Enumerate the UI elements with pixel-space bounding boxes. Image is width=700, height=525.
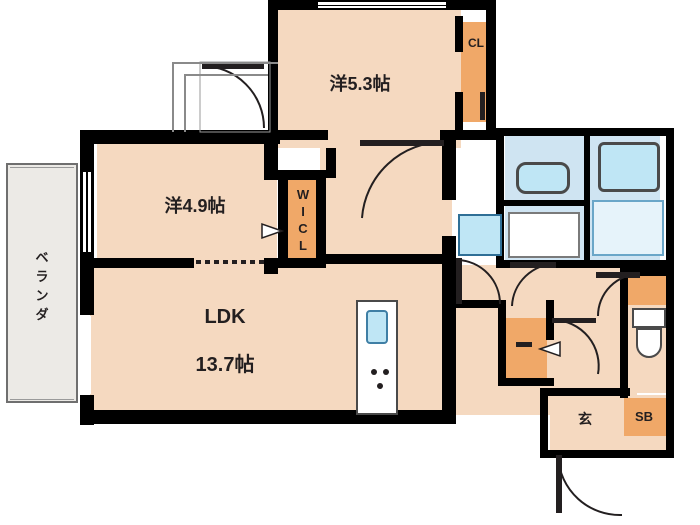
wall-wic-top [278,170,326,180]
wall-wic-right [316,170,326,268]
wall-right-outer [666,268,674,458]
toilet-cabinet-fill [628,275,668,305]
bedroom-west-floor [97,140,277,270]
kitchen-sink-icon [366,310,388,344]
wall-west-top [80,130,280,144]
wall-bath-left [496,128,504,268]
wall-bath-right [666,128,674,268]
wall-washroom-divider [496,200,586,206]
room-label-wic: W I C L [296,187,310,253]
balcony-line-1 [10,167,74,168]
window-ldk-2 [88,316,91,394]
bath-floor-icon [592,200,664,256]
wall-wic-bottom [278,258,326,268]
room-label-shoe-box: SB [634,409,654,424]
corridor-door-stub [516,342,532,347]
room-label-ldk: LDK [204,306,246,328]
wall-west-left-solid [80,130,94,170]
wall-closet-divider-top [455,16,463,52]
wall-ldk-left-upper [80,265,94,315]
room-label-bedroom-west: 洋4.9帖 [164,196,226,216]
door-toilet-arc-icon [596,272,641,317]
door-corridor-arc-icon [456,258,502,305]
window-north-1 [318,2,446,5]
door-entrance-arc-icon [556,455,623,517]
door-north-left-arc-icon [199,61,271,133]
wall-hall-left [326,148,336,178]
wall-ldk-top-right [326,254,456,264]
wall-corridor-top [456,300,502,308]
wall-corridor-vert [498,300,506,386]
balcony-upper-inner [184,74,268,76]
wall-corridor-vert2 [546,300,554,340]
wall-entrance-top [540,388,630,396]
door-bedroom-north-arc-icon [360,140,445,219]
balcony-line-2 [10,399,74,400]
wall-north-top [268,0,496,10]
window-west-2 [88,172,91,252]
toilet-bowl-icon [636,328,662,358]
wall-toilet-top [620,268,674,276]
wall-bath-bottom [496,260,674,268]
balcony-upper-left [172,62,174,132]
wall-bath-divider [584,136,590,261]
window-north-2 [318,6,446,8]
balcony-upper-edge [172,62,278,64]
closet-north-door-stub [480,92,485,120]
wic-door-icon [261,222,285,240]
room-label-entrance: 玄 [578,411,592,427]
wall-ldk-bottom [80,410,455,424]
closet-sliding-line [196,260,264,264]
wall-corridor-bottom [498,378,554,386]
shoe-box-fill [624,398,666,436]
toilet-tank-icon [632,308,666,328]
wic-fill [286,178,320,258]
stove-burner-3-icon [377,383,383,389]
wall-toilet-left [620,268,628,398]
wall-ldk-right [442,258,456,424]
room-label-bedroom-north: 洋5.3帖 [329,74,391,94]
corridor-small-door-icon [537,340,561,358]
balcony-area [6,163,78,403]
door-washroom-arc-icon [510,262,557,307]
door-corridor-closet-arc-icon [552,318,600,375]
wall-hall-right-upper [442,140,456,200]
wall-west-bottom [94,258,194,268]
wall-bath-top [496,128,674,136]
wall-north-left [268,0,278,140]
wall-entrance-bottom [540,450,674,458]
washbasin-icon [516,162,570,194]
bedroom-north-floor [276,8,461,148]
balcony-upper-inner-left [184,74,186,132]
wall-north-bottom-right [440,130,496,140]
room-label-balcony: ベ ラ ン ダ [35,250,49,322]
window-ldk-1 [83,316,86,394]
wall-west-right-top [264,130,278,180]
wall-entrance-left [540,388,548,458]
room-label-ldk-size: 13.7帖 [195,354,255,376]
window-west-1 [83,172,86,252]
wall-wic-left [278,170,288,268]
washing-machine-icon [458,214,502,256]
wall-hall-right-lower [442,236,456,266]
stove-burner-1-icon [371,369,377,375]
wall-west-right-bot [264,258,278,274]
vanity-counter-icon [508,212,580,258]
wall-north-bottom-left [268,130,328,140]
wall-north-right [486,0,496,140]
room-label-closet-north: CL [468,36,484,50]
wall-closet-divider-bottom [455,92,463,130]
bathtub-icon [598,142,660,192]
stove-burner-2-icon [383,369,389,375]
